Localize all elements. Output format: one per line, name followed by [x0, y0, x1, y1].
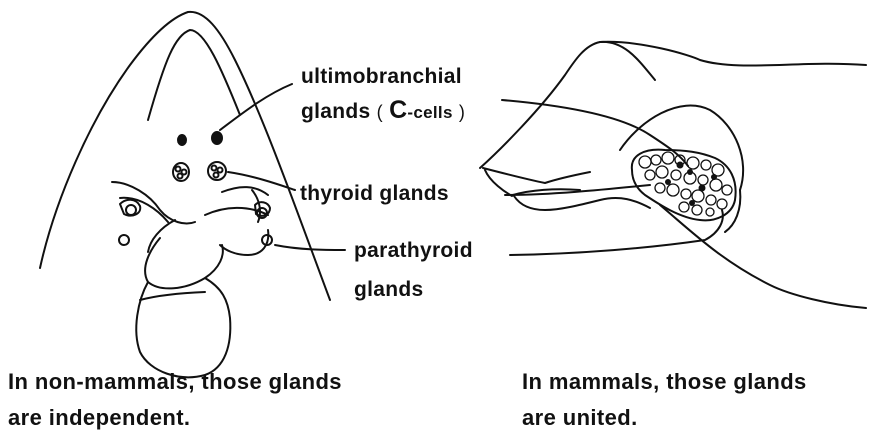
- thyroid-gland-right: [208, 162, 226, 180]
- ultimobranchial-gland-right: [212, 132, 222, 144]
- label-parathyroid: parathyroid: [354, 240, 473, 261]
- mammal-head-outline: [480, 42, 866, 308]
- caption-mammals-line2: are united.: [522, 400, 807, 436]
- ultimobranchial-gland-left: [178, 135, 186, 145]
- caption-mammals: In mammals, those glands are united.: [522, 364, 807, 436]
- label-glands-word: glands: [301, 100, 370, 123]
- label-parathyroid-glands: glands: [354, 279, 423, 300]
- parathyroid-gland-2: [119, 235, 129, 245]
- caption-mammals-line1: In mammals, those glands: [522, 364, 807, 400]
- label-ccells-letter: C: [389, 96, 407, 124]
- label-ccells-paren-open: (: [377, 102, 383, 122]
- label-ultimobranchial: ultimobranchial: [301, 66, 462, 87]
- caption-non-mammals-line1: In non-mammals, those glands: [8, 364, 342, 400]
- parathyroid-gland-1: [126, 205, 136, 215]
- non-mammal-head-outline: [40, 12, 330, 300]
- caption-non-mammals: In non-mammals, those glands are indepen…: [8, 364, 342, 436]
- leader-ccells-mammal: [502, 100, 688, 166]
- caption-non-mammals-line2: are independent.: [8, 400, 342, 436]
- label-ultimobranchial-glands: glands ( C-cells ): [301, 98, 465, 123]
- non-mammal-heart-structure: [136, 230, 268, 377]
- thyroid-gland-left: [173, 163, 189, 181]
- label-ccells-paren-close: ): [459, 102, 465, 122]
- non-mammal-throat-structure: [112, 182, 270, 252]
- label-thyroid-glands: thyroid glands: [300, 183, 449, 204]
- label-ccells-suffix: -cells: [407, 103, 452, 122]
